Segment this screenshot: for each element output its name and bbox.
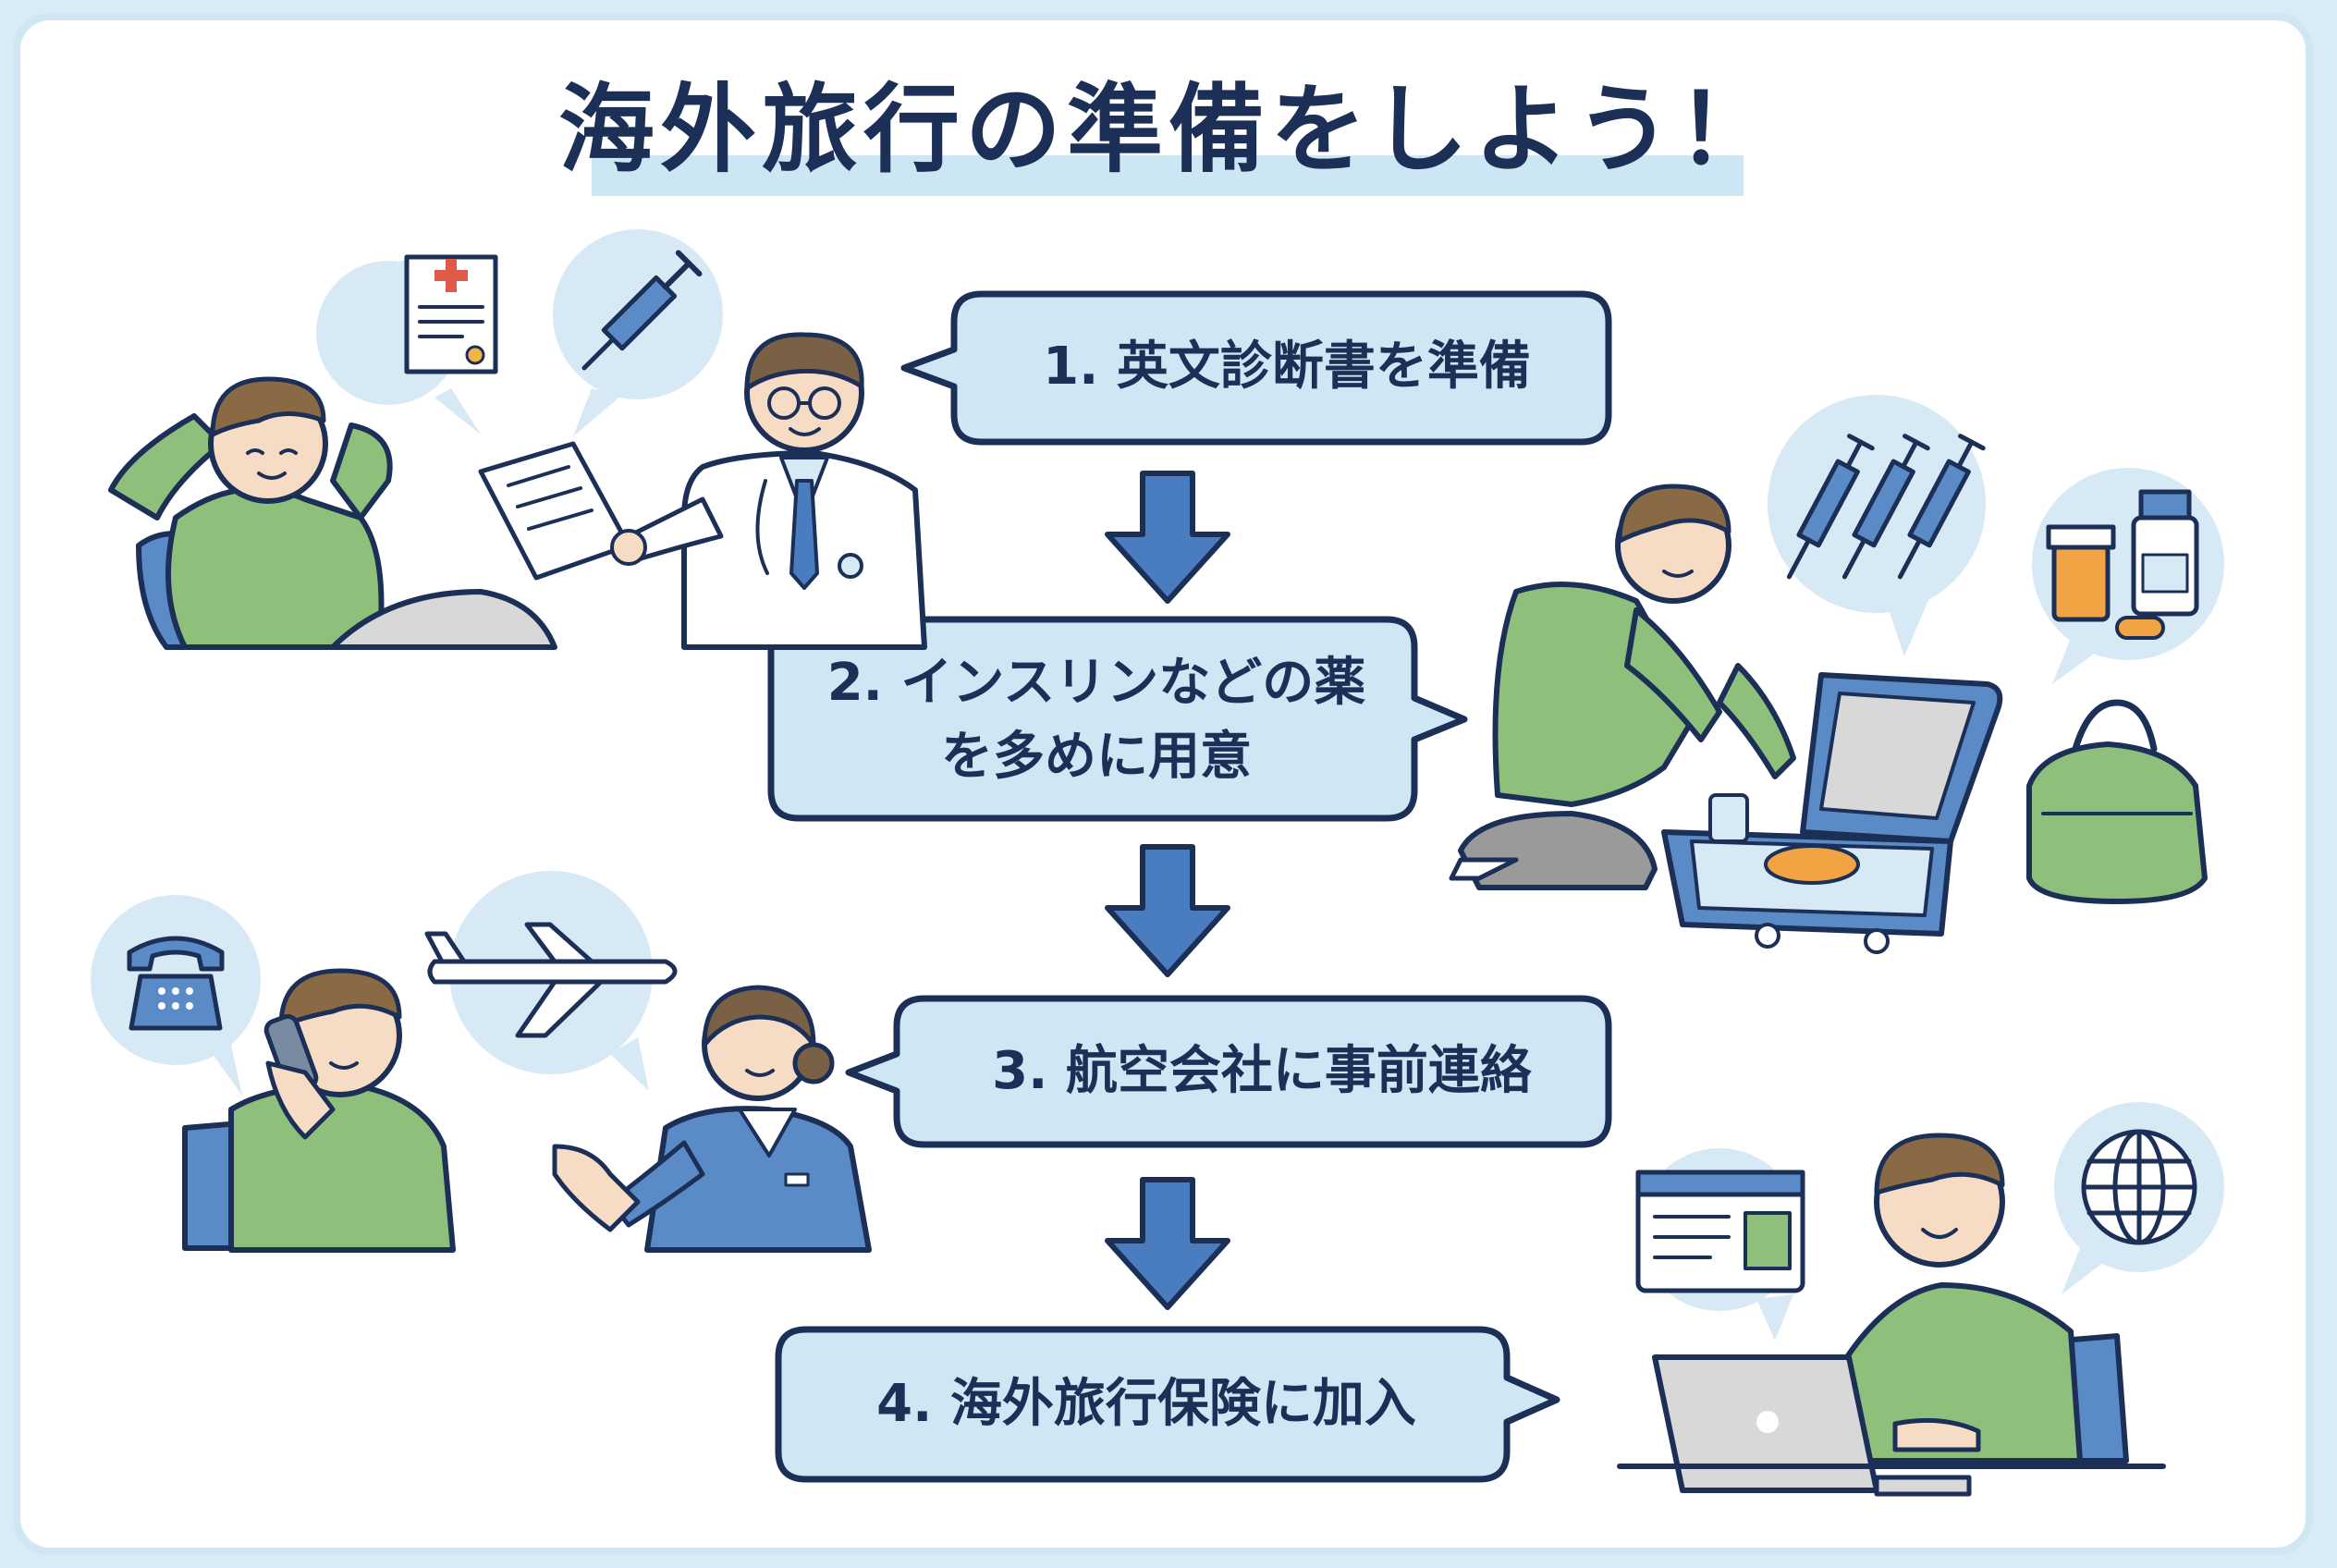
step-1-bubble	[900, 290, 1612, 446]
medicine-bottles-icon	[2046, 489, 2199, 640]
doctor	[610, 332, 927, 650]
patient-reclining	[108, 376, 557, 650]
airplane-icon	[424, 922, 678, 1038]
person-on-phone	[182, 968, 456, 1253]
syringes-icon	[1786, 434, 1986, 580]
telephone-icon	[127, 936, 225, 1031]
globe-bubble	[2054, 1102, 2224, 1294]
step-4-bubble	[775, 1326, 1560, 1483]
phone-bubble	[91, 895, 261, 1096]
suitcase	[1661, 672, 2003, 954]
step-2-label-line1: 2. インスリンなどの薬	[826, 653, 1366, 713]
duffel-bag	[2026, 699, 2208, 904]
syringe-icon	[581, 250, 703, 371]
laptop	[1617, 1354, 2166, 1497]
arrow-down-icon	[1105, 1177, 1230, 1310]
id-card-bubble	[1635, 1148, 1805, 1341]
person-at-laptop	[1837, 1133, 2129, 1464]
airline-staff	[552, 985, 872, 1253]
paper-handout	[478, 441, 631, 581]
syringe-bubble	[553, 229, 723, 436]
step-2-label-line2: を多めに用意	[941, 727, 1252, 787]
arrow-down-icon	[1105, 471, 1230, 604]
medical-certificate-icon	[404, 254, 498, 374]
certificate-bubble	[316, 254, 498, 435]
id-card-icon	[1635, 1170, 1805, 1293]
step-3-bubble	[845, 995, 1612, 1148]
title-highlight	[592, 155, 1744, 196]
person-packing	[1449, 484, 1796, 890]
page-title: 海外旅行の準備をしよう！	[557, 73, 1779, 186]
globe-icon	[2081, 1129, 2197, 1245]
syringes-bubble	[1768, 395, 1986, 656]
step-1-label: 1. 英文診断書を準備	[1043, 337, 1531, 397]
airplane-bubble	[424, 871, 678, 1091]
step-3-label: 3. 航空会社に事前連絡	[992, 1041, 1532, 1101]
step-4-label: 4. 海外旅行保険に加入	[876, 1374, 1416, 1434]
arrow-down-icon	[1105, 844, 1230, 977]
medicine-bubble	[2032, 468, 2224, 684]
